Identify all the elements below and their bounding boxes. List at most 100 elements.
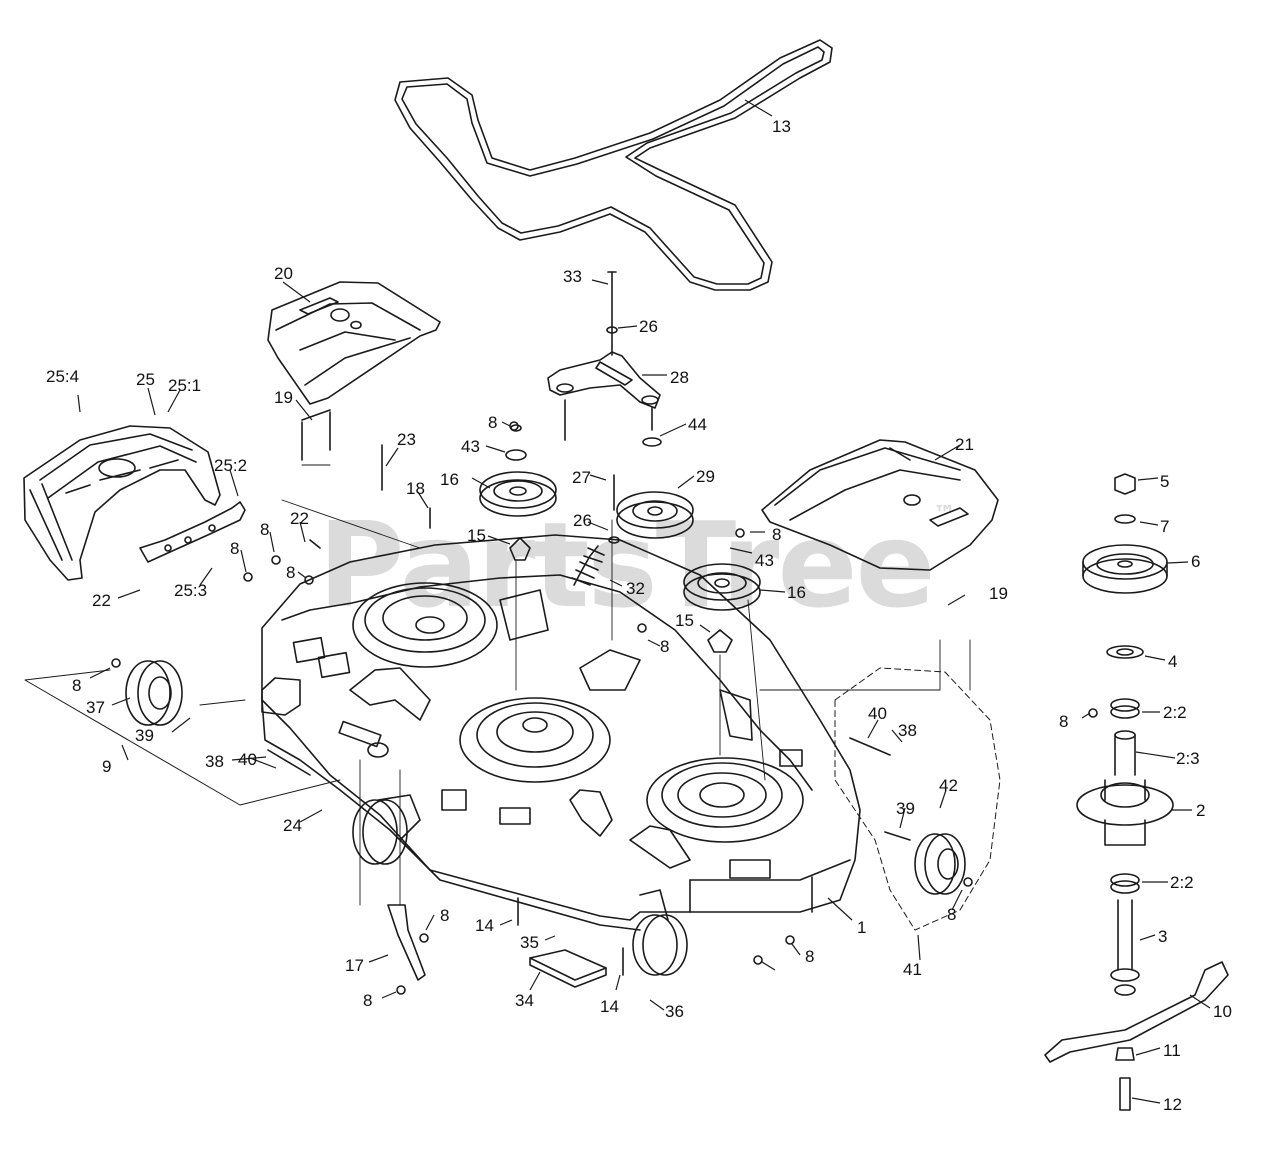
- callout-2: 2: [1196, 801, 1205, 820]
- callout-11: 11: [1163, 1041, 1181, 1060]
- callout-25-2: 25:2: [214, 456, 247, 475]
- callout-43b: 43: [755, 551, 774, 570]
- assembly-lines: [281, 464, 971, 906]
- deck-cover-bracket: [139, 501, 246, 563]
- callout-3: 3: [1158, 927, 1167, 946]
- callout-19a: 19: [274, 388, 293, 407]
- callout-13: 13: [772, 117, 791, 136]
- callout-2-2b: 2:2: [1170, 873, 1194, 892]
- blade-nut-11: [1115, 1047, 1135, 1061]
- idler-pulley-16-right: [683, 563, 761, 611]
- callout-22a: 22: [290, 509, 309, 528]
- leader-lines: [77, 99, 1211, 1104]
- callout-10: 10: [1213, 1002, 1232, 1021]
- callout-33: 33: [563, 267, 582, 286]
- callout-16a: 16: [440, 470, 459, 489]
- callout-35: 35: [520, 933, 539, 952]
- callout-8g: 8: [72, 676, 81, 695]
- callout-18: 18: [406, 479, 425, 498]
- callout-14b: 14: [600, 997, 619, 1016]
- partstree-watermark: PartsTree™: [318, 496, 956, 634]
- callout-41: 41: [903, 960, 922, 979]
- callout-38a: 38: [898, 721, 917, 740]
- callout-29: 29: [696, 467, 715, 486]
- bearing-2-2-upper: [1110, 698, 1140, 719]
- callout-22b: 22: [92, 591, 111, 610]
- callout-25-4: 25:4: [46, 367, 79, 386]
- idler-pulley-29: [616, 491, 694, 539]
- callout-9: 9: [102, 757, 111, 776]
- callout-8j: 8: [440, 906, 449, 925]
- callout-8d: 8: [772, 525, 781, 544]
- callout-32: 32: [626, 579, 645, 598]
- callout-38b: 38: [205, 752, 224, 771]
- deck-step-34: [529, 949, 607, 988]
- callout-23: 23: [397, 430, 416, 449]
- callout-8k: 8: [805, 947, 814, 966]
- callout-16b: 16: [787, 583, 806, 602]
- callout-8b: 8: [260, 520, 269, 539]
- callout-26a: 26: [639, 317, 658, 336]
- callout-7: 7: [1160, 517, 1169, 536]
- callout-1: 1: [857, 918, 866, 937]
- callout-15b: 15: [675, 611, 694, 630]
- callout-17: 17: [345, 956, 364, 975]
- pulley-spacer-15-right: [707, 629, 733, 653]
- callout-40a: 40: [868, 704, 887, 723]
- callout-2-2a: 2:2: [1163, 703, 1187, 722]
- callout-8a: 8: [488, 413, 497, 432]
- spindle-shaft-3: [1110, 899, 1140, 996]
- idler-pulley-16-left: [479, 471, 557, 517]
- anti-scalp-17: [387, 904, 426, 981]
- idler-arm-28: [547, 351, 661, 409]
- callout-27: 27: [572, 468, 591, 487]
- tension-spring-32: [571, 545, 605, 586]
- callout-5: 5: [1160, 472, 1169, 491]
- bearing-2-2-lower: [1110, 873, 1140, 894]
- callout-8l: 8: [363, 991, 372, 1010]
- left-belt-cover: [267, 281, 441, 405]
- axle-bolt-40-left: [267, 749, 311, 776]
- callout-39b: 39: [896, 799, 915, 818]
- spindle-nut-5: [1114, 473, 1136, 495]
- drive-belt: [394, 39, 833, 291]
- callout-34: 34: [515, 991, 534, 1010]
- callout-15a: 15: [467, 526, 486, 545]
- hardware-studs: [301, 271, 662, 549]
- washer-7: [1114, 514, 1136, 524]
- axle-bolt-40-right: [849, 737, 891, 756]
- caster-wheel-center: [632, 889, 688, 976]
- callout-21: 21: [955, 435, 974, 454]
- callout-8i: 8: [947, 905, 956, 924]
- callout-37: 37: [86, 698, 105, 717]
- pulley-spacer-15-left: [509, 537, 531, 561]
- mower-deck-housing: [261, 534, 861, 931]
- callout-44: 44: [688, 415, 707, 434]
- wheel-kit-9-outline: [24, 669, 341, 806]
- caster-wheel-42: [914, 833, 966, 895]
- blade-bolt-12: [1119, 1077, 1131, 1111]
- callout-36: 36: [665, 1002, 684, 1021]
- callout-4: 4: [1168, 652, 1177, 671]
- deck-cover-25: [23, 425, 221, 581]
- callout-8h: 8: [1059, 712, 1068, 731]
- callout-40b: 40: [238, 750, 257, 769]
- wheel-kit-41-outline: [834, 667, 1001, 931]
- spacer-39-right: [884, 831, 911, 841]
- caster-wheel-37: [125, 660, 183, 726]
- callout-8c: 8: [230, 539, 239, 558]
- callout-8e: 8: [286, 563, 295, 582]
- spacer-4: [1106, 645, 1144, 659]
- callout-19b: 19: [989, 584, 1008, 603]
- callout-25: 25: [136, 370, 155, 389]
- callout-28: 28: [670, 368, 689, 387]
- callout-43a: 43: [461, 437, 480, 456]
- callout-2-3: 2:3: [1176, 749, 1200, 768]
- mower-blade-10: [1044, 961, 1229, 1063]
- callout-39a: 39: [135, 726, 154, 745]
- callout-12: 12: [1163, 1095, 1182, 1114]
- callout-8f: 8: [660, 637, 669, 656]
